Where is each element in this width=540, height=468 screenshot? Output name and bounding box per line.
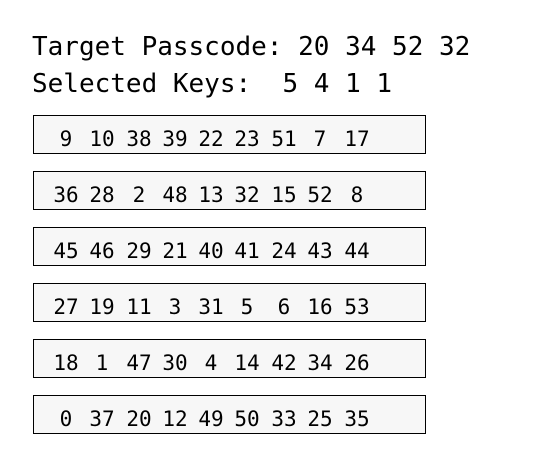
- key-button[interactable]: 1: [95, 351, 109, 375]
- selected-key-2: 4: [313, 69, 330, 99]
- key-button[interactable]: 3: [168, 295, 182, 319]
- target-code-3: 52: [392, 32, 424, 62]
- key-button[interactable]: 2: [132, 183, 146, 207]
- key-button[interactable]: 22: [198, 127, 224, 151]
- key-button[interactable]: 31: [198, 295, 224, 319]
- selected-key-4: 1: [376, 69, 393, 99]
- key-button[interactable]: 29: [126, 239, 152, 263]
- key-button[interactable]: 14: [234, 351, 260, 375]
- keypad-row-2: 36 28 2 48 13 32 15 52 8: [33, 171, 426, 210]
- target-code-2: 34: [345, 32, 377, 62]
- key-button[interactable]: 33: [271, 407, 297, 431]
- key-button[interactable]: 4: [204, 351, 218, 375]
- key-button[interactable]: 17: [344, 127, 370, 151]
- keypad-row-6: 0 37 20 12 49 50 33 25 35: [33, 395, 426, 434]
- selected-keys-line: Selected Keys: 5 4 1 1: [32, 69, 392, 99]
- key-button[interactable]: 34: [307, 351, 333, 375]
- key-button[interactable]: 38: [126, 127, 152, 151]
- key-button[interactable]: 39: [162, 127, 188, 151]
- target-code-1: 20: [298, 32, 330, 62]
- key-button[interactable]: 7: [313, 127, 327, 151]
- key-button[interactable]: 15: [271, 183, 297, 207]
- key-button[interactable]: 9: [59, 127, 73, 151]
- key-button[interactable]: 37: [89, 407, 115, 431]
- key-button[interactable]: 8: [350, 183, 364, 207]
- key-button[interactable]: 27: [53, 295, 79, 319]
- key-button[interactable]: 12: [162, 407, 188, 431]
- key-button[interactable]: 21: [162, 239, 188, 263]
- key-button[interactable]: 44: [344, 239, 370, 263]
- key-button[interactable]: 10: [89, 127, 115, 151]
- selected-key-1: 5: [282, 69, 299, 99]
- key-button[interactable]: 6: [277, 295, 291, 319]
- key-button[interactable]: 36: [53, 183, 79, 207]
- key-button[interactable]: 51: [271, 127, 297, 151]
- target-code-4: 32: [439, 32, 471, 62]
- key-button[interactable]: 24: [271, 239, 297, 263]
- key-button[interactable]: 25: [307, 407, 333, 431]
- key-button[interactable]: 50: [234, 407, 260, 431]
- target-passcode-label: Target Passcode:: [32, 32, 283, 62]
- key-button[interactable]: 16: [307, 295, 333, 319]
- key-button[interactable]: 23: [234, 127, 260, 151]
- key-button[interactable]: 18: [53, 351, 79, 375]
- key-button[interactable]: 53: [344, 295, 370, 319]
- key-button[interactable]: 13: [198, 183, 224, 207]
- key-button[interactable]: 11: [126, 295, 152, 319]
- key-button[interactable]: 32: [234, 183, 260, 207]
- key-button[interactable]: 43: [307, 239, 333, 263]
- key-button[interactable]: 5: [240, 295, 254, 319]
- key-button[interactable]: 46: [89, 239, 115, 263]
- key-button[interactable]: 28: [89, 183, 115, 207]
- key-button[interactable]: 47: [126, 351, 152, 375]
- key-button[interactable]: 20: [126, 407, 152, 431]
- selected-keys-label: Selected Keys:: [32, 69, 252, 99]
- key-button[interactable]: 42: [271, 351, 297, 375]
- key-button[interactable]: 41: [234, 239, 260, 263]
- key-button[interactable]: 19: [89, 295, 115, 319]
- key-button[interactable]: 40: [198, 239, 224, 263]
- key-button[interactable]: 49: [198, 407, 224, 431]
- key-button[interactable]: 52: [307, 183, 333, 207]
- key-button[interactable]: 35: [344, 407, 370, 431]
- keypad-row-3: 45 46 29 21 40 41 24 43 44: [33, 227, 426, 266]
- target-passcode-line: Target Passcode: 20 34 52 32: [32, 32, 470, 62]
- keypad-row-5: 18 1 47 30 4 14 42 34 26: [33, 339, 426, 378]
- key-button[interactable]: 26: [344, 351, 370, 375]
- key-button[interactable]: 30: [162, 351, 188, 375]
- key-button[interactable]: 0: [59, 407, 73, 431]
- keypad-row-1: 9 10 38 39 22 23 51 7 17: [33, 115, 426, 154]
- key-button[interactable]: 45: [53, 239, 79, 263]
- key-button[interactable]: 48: [162, 183, 188, 207]
- selected-key-3: 1: [345, 69, 361, 99]
